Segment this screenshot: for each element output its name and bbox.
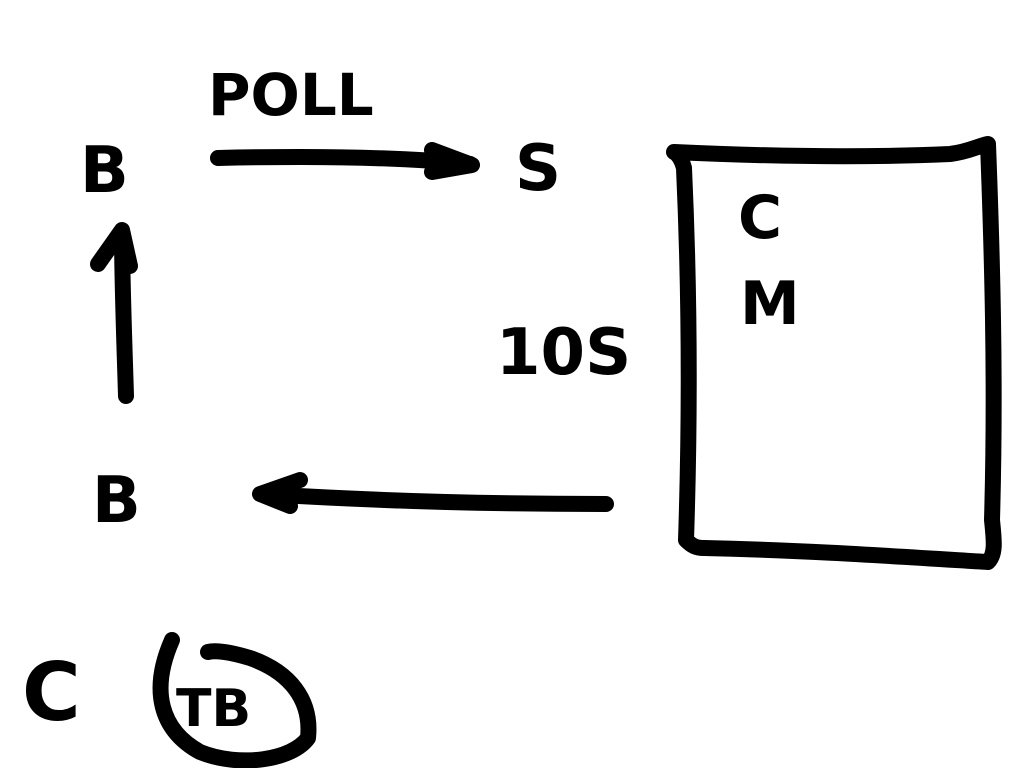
poll-arrow xyxy=(210,142,480,180)
box-label-m: M xyxy=(740,269,800,339)
node-top-label: B xyxy=(80,134,129,208)
circle-around-tb xyxy=(152,632,317,768)
poll-label: POLL xyxy=(208,61,374,129)
interval-label: 10S xyxy=(496,316,631,390)
node-right-label: S xyxy=(515,132,561,206)
box-label-c: C xyxy=(738,183,782,253)
up-arrow xyxy=(90,222,138,404)
corner-tb-label: TB xyxy=(176,679,251,739)
corner-c-label: C xyxy=(22,646,81,739)
box-to-node-arrow xyxy=(252,472,614,514)
container-box xyxy=(666,136,1002,570)
node-bottom-label: B xyxy=(92,464,141,538)
